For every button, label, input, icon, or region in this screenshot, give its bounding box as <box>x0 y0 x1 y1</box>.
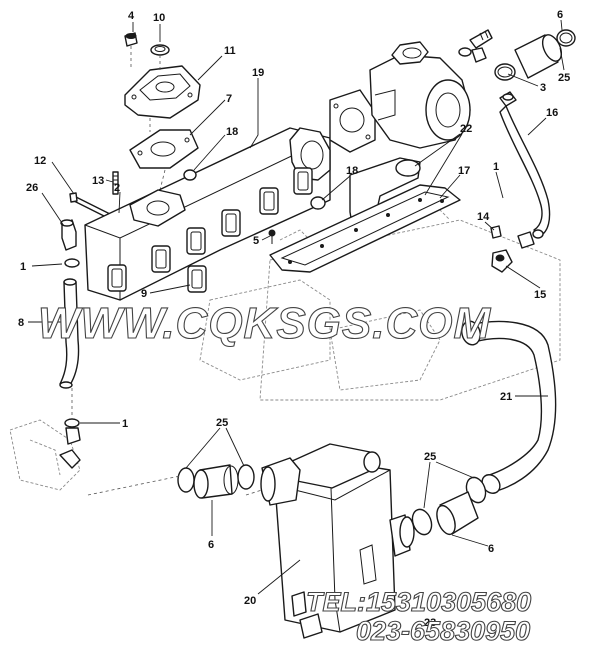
aftercooler <box>260 443 415 639</box>
elbow-fitting <box>491 249 513 273</box>
callout-1b: 1 <box>493 161 499 173</box>
callout-14: 14 <box>477 211 490 223</box>
callout-7: 7 <box>226 93 232 105</box>
callout-25b: 25 <box>216 417 228 429</box>
callout-6b: 6 <box>208 539 214 551</box>
callout-6c: 6 <box>488 543 494 555</box>
callout-17: 17 <box>458 165 470 177</box>
callout-15: 15 <box>534 289 546 301</box>
thermostat-housing-cover <box>124 65 201 119</box>
callout-1c: 1 <box>122 418 128 430</box>
callout-9: 9 <box>141 288 147 300</box>
watermark-tel: TEL:15310305680 <box>306 587 531 617</box>
callout-8: 8 <box>18 317 24 329</box>
callout-25: 25 <box>558 72 570 84</box>
large-air-hose <box>461 320 557 494</box>
elbow-fitting <box>60 219 77 251</box>
callout-22: 22 <box>460 123 472 135</box>
callout-19: 19 <box>252 67 264 79</box>
callout-13: 13 <box>92 175 104 187</box>
callout-4: 4 <box>128 10 135 22</box>
watermark: WWW.CQKSGS.COM TEL:15310305680 023-65830… <box>37 298 531 646</box>
water-tube <box>59 258 80 389</box>
watermark-site: WWW.CQKSGS.COM <box>38 299 491 348</box>
plug <box>183 169 326 210</box>
leader-lines <box>28 19 565 595</box>
callout-18b: 18 <box>346 165 358 177</box>
rubber-hose <box>514 34 563 79</box>
cover-gasket <box>129 129 199 169</box>
callout-3: 3 <box>540 82 546 94</box>
callout-1: 1 <box>20 261 26 273</box>
rubber-sleeve <box>436 491 479 536</box>
callout-12: 12 <box>34 155 46 167</box>
callout-18: 18 <box>226 126 238 138</box>
callout-5: 5 <box>253 235 259 247</box>
hose-clamp <box>177 467 195 493</box>
oil-fitting <box>458 29 493 63</box>
hose-clamp <box>494 63 516 81</box>
connector-14 <box>490 225 502 239</box>
exhaust-manifold <box>84 127 331 301</box>
oil-drain-tube <box>499 105 551 239</box>
callout-2: 2 <box>114 182 120 194</box>
stud <box>112 171 119 195</box>
callout-26: 26 <box>26 182 38 194</box>
turbocharger <box>369 41 471 149</box>
rocker-cover <box>269 184 461 273</box>
callout-16: 16 <box>546 107 558 119</box>
callout-21: 21 <box>500 391 512 403</box>
hose-clamp <box>237 464 255 490</box>
callout-labels: 4 10 11 7 18 19 12 13 2 26 1 8 9 5 18 22… <box>18 9 570 629</box>
callout-6: 6 <box>557 9 563 21</box>
manifold-gasket <box>187 265 207 293</box>
thermostat-cap <box>124 32 138 47</box>
callout-11: 11 <box>224 45 236 57</box>
callout-10: 10 <box>153 12 165 24</box>
callout-25c: 25 <box>424 451 436 463</box>
watermark-phone: 023-65830950 <box>356 616 530 646</box>
mounting-bolt <box>69 192 111 219</box>
lower-connector <box>59 418 81 469</box>
callout-20: 20 <box>244 595 256 607</box>
callout-23: 23 <box>424 617 436 629</box>
hose-clamp <box>556 29 576 47</box>
screw <box>268 229 276 244</box>
seal-ring <box>150 44 170 56</box>
tube-nut <box>517 231 535 249</box>
banjo-fitting <box>499 91 517 107</box>
turbo-gasket <box>329 89 376 153</box>
rubber-sleeve <box>193 464 239 499</box>
